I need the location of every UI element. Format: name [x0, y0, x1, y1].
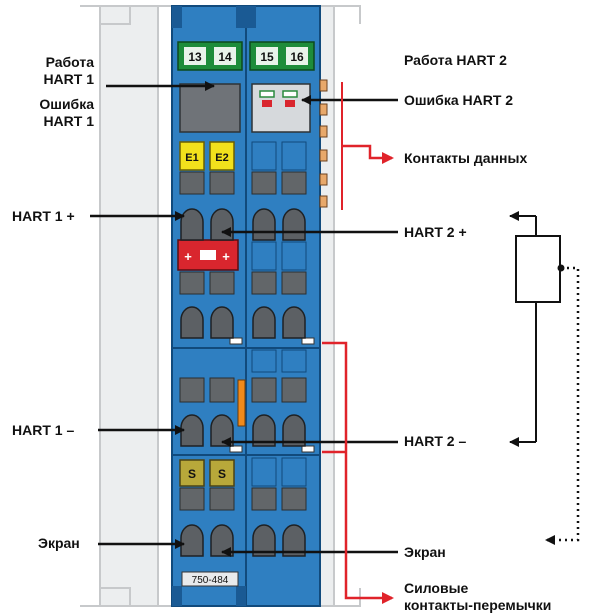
tags-e: E1 E2	[179, 141, 235, 171]
power-contacts-bracket	[322, 341, 394, 604]
label-work-hart2: Работа HART 2	[404, 52, 507, 68]
label-hart1-plus: HART 1 +	[12, 208, 75, 224]
label-error-hart1: Ошибка HART 1	[39, 96, 94, 129]
label-data-contacts: Контакты данных	[404, 150, 528, 166]
label-error-hart2: Ошибка HART 2	[404, 92, 514, 108]
tag-14: 14	[218, 50, 232, 64]
tag-16: 16	[290, 50, 304, 64]
plus-sign-2: +	[222, 249, 230, 264]
label-hart2-plus: HART 2 +	[404, 224, 467, 240]
label-power-contacts: Силовые контакты-перемычки	[404, 580, 552, 613]
data-contacts	[319, 79, 328, 208]
tag-e1: E1	[185, 152, 198, 164]
label-work-hart1: Работа HART 1	[43, 54, 94, 87]
hart-transmitter-schematic	[509, 211, 580, 545]
label-shield-left: Экран	[38, 535, 80, 551]
markers	[229, 337, 315, 453]
label-hart2-minus: HART 2 –	[404, 433, 467, 449]
part-number-plate: 750-484	[181, 571, 239, 587]
leader-lines-left	[90, 81, 215, 549]
label-hart1-minus: HART 1 –	[12, 422, 75, 438]
release-buttons	[179, 141, 307, 511]
plus-block: + +	[177, 239, 239, 271]
tag-s-2: S	[218, 467, 226, 481]
led-window-right	[251, 83, 311, 133]
power-jumper-contact	[237, 379, 246, 427]
label-shield-right: Экран	[404, 544, 446, 560]
part-number: 750-484	[192, 575, 229, 586]
tags-s: S S	[179, 459, 235, 487]
tag-13: 13	[188, 50, 202, 64]
terminal-tags-top: 13 14 15 16	[177, 41, 315, 71]
tag-15: 15	[260, 50, 274, 64]
led-window-left	[179, 83, 241, 133]
leader-lines-right	[221, 95, 398, 557]
tag-s-1: S	[188, 467, 196, 481]
plus-sign-1: +	[184, 249, 192, 264]
tag-e2: E2	[215, 152, 228, 164]
data-contacts-bracket	[341, 82, 394, 210]
